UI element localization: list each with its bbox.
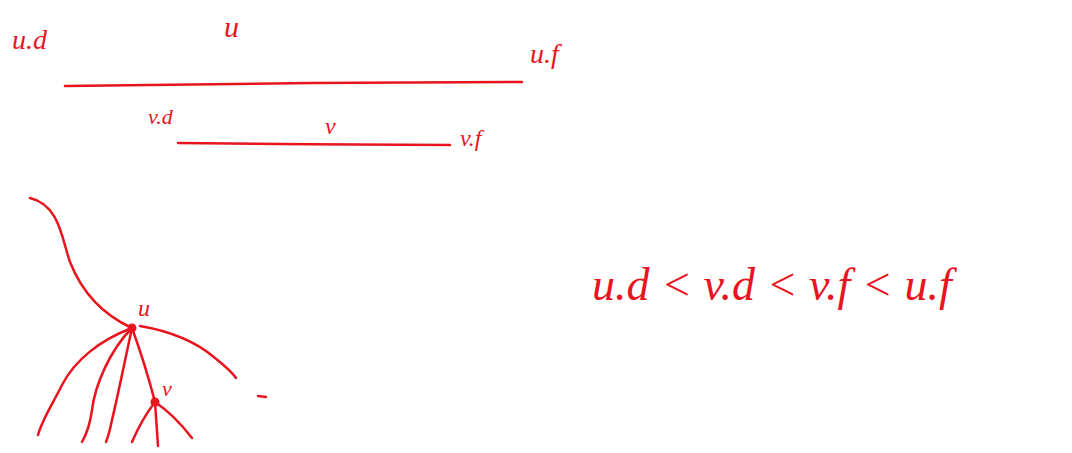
interval-name: u	[224, 12, 239, 42]
tree-branch	[132, 402, 155, 442]
interval-name: v	[325, 114, 336, 138]
endpoint-label: v.f	[460, 126, 482, 150]
tree-branch	[106, 328, 132, 442]
endpoint-label: v.d	[148, 106, 173, 128]
tree-branch	[132, 328, 155, 402]
tree-node-label: v	[162, 378, 172, 400]
endpoint-label: u.d	[12, 26, 47, 54]
dash-mark	[258, 396, 266, 397]
inequality: u.d < v.d < v.f < u.f	[592, 262, 952, 308]
tree-branch	[82, 328, 132, 442]
interval-v-line	[178, 143, 450, 145]
interval-u-line	[65, 82, 522, 86]
endpoint-label: u.f	[530, 40, 559, 68]
tree-branch	[155, 402, 192, 438]
tree-branch	[155, 402, 158, 446]
tree-branch	[140, 326, 236, 378]
tree-root-branch	[30, 198, 132, 328]
tree-node-dot	[128, 324, 137, 333]
tree-node-label: u	[138, 296, 150, 320]
tree-node-dot	[151, 398, 160, 407]
